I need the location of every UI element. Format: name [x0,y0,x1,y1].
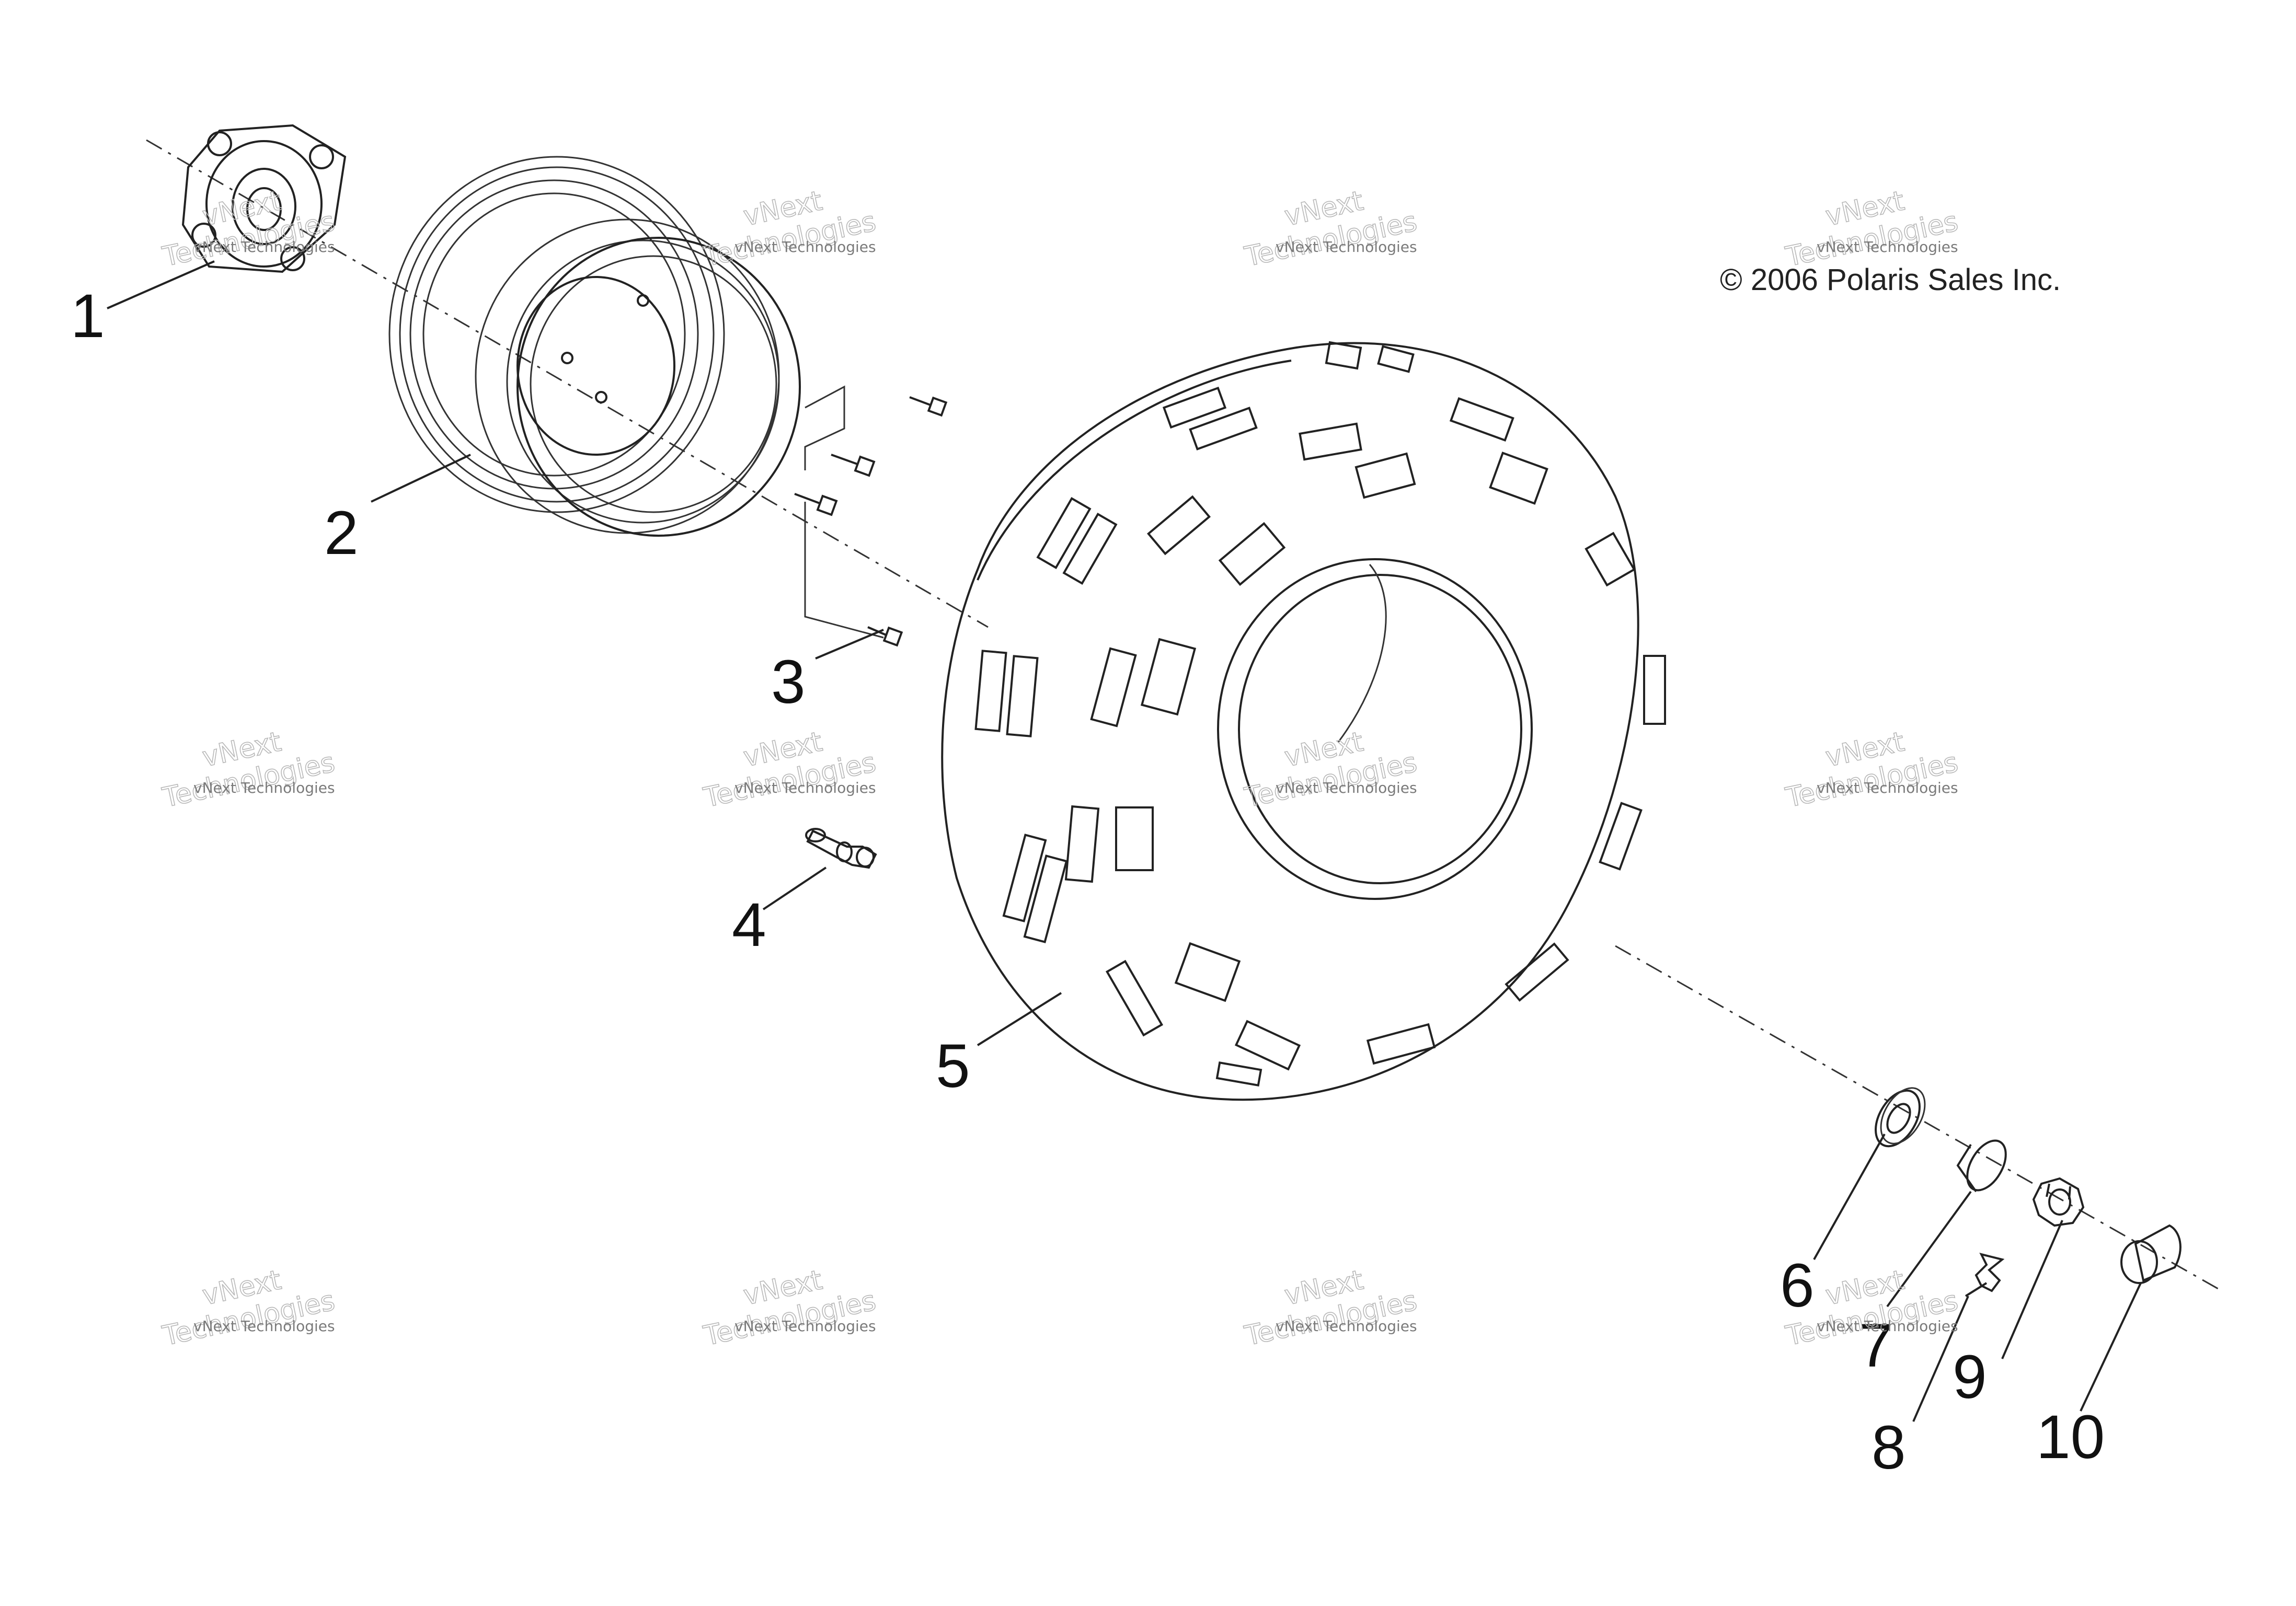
tire-tread-blocks [974,341,1666,1087]
watermark-label: vNext Technologies [734,779,876,796]
watermark-label: vNext Technologies [1817,238,1958,256]
hub-icon[interactable] [181,124,347,273]
part-number-2: 2 [324,499,359,568]
watermark-text: vNextTechnologies [694,1254,879,1352]
watermark-label: vNext Technologies [1817,779,1958,796]
lug-nut-icon[interactable] [794,385,948,647]
watermark-text: vNextTechnologies [153,1254,338,1352]
watermark-text: vNextTechnologies [1235,1254,1420,1352]
part-number-labels: 1 2 3 4 5 6 7 8 9 10 [71,282,2105,1482]
watermark-text: vNextTechnologies [1235,716,1420,814]
axis-lines [146,139,2222,1292]
part-number-1: 1 [71,282,105,351]
part-number-8: 8 [1872,1413,1906,1482]
watermark-text: vNextTechnologies [1235,175,1420,273]
copyright-text: © 2006 Polaris Sales Inc. [1720,263,2061,297]
watermark-label: vNext Technologies [1817,1318,1958,1335]
watermark-label: vNext Technologies [1276,238,1417,256]
part-number-10: 10 [2036,1403,2105,1472]
wheel-rim-icon[interactable] [388,156,801,537]
part-number-5: 5 [936,1032,970,1101]
valve-stem-icon[interactable] [805,828,877,869]
watermark-text: vNextTechnologies [153,716,338,814]
part-number-3: 3 [771,648,806,717]
watermark-text: vNextTechnologies [1776,175,1961,273]
watermark-label: vNext Technologies [193,238,335,256]
cotter-pin-icon[interactable] [1965,1253,2005,1297]
watermark-label: vNext Technologies [1276,779,1417,796]
watermark-label: vNext Technologies [193,1318,335,1335]
watermark-text: vNextTechnologies [1776,716,1961,814]
watermark-label: vNext Technologies [193,779,335,796]
watermark-label: vNext Technologies [734,238,876,256]
tire-icon[interactable] [941,341,1666,1101]
watermark-text: vNextTechnologies [694,716,879,814]
watermark-text: vNextTechnologies [153,175,338,273]
watermark-text: vNextTechnologies [694,175,879,273]
leader-lines [107,260,2142,1422]
watermark-label: vNext Technologies [1276,1318,1417,1335]
cone-washer-icon[interactable] [1956,1134,2014,1197]
part-number-6: 6 [1780,1251,1815,1320]
part-number-9: 9 [1953,1343,1987,1412]
part-number-4: 4 [732,891,766,960]
watermark-label: vNext Technologies [734,1318,876,1335]
part-number-7: 7 [1858,1311,1893,1380]
washer-icon[interactable] [1867,1080,1934,1153]
dust-cap-icon[interactable] [2120,1224,2182,1284]
castle-nut-icon[interactable] [2032,1177,2085,1227]
